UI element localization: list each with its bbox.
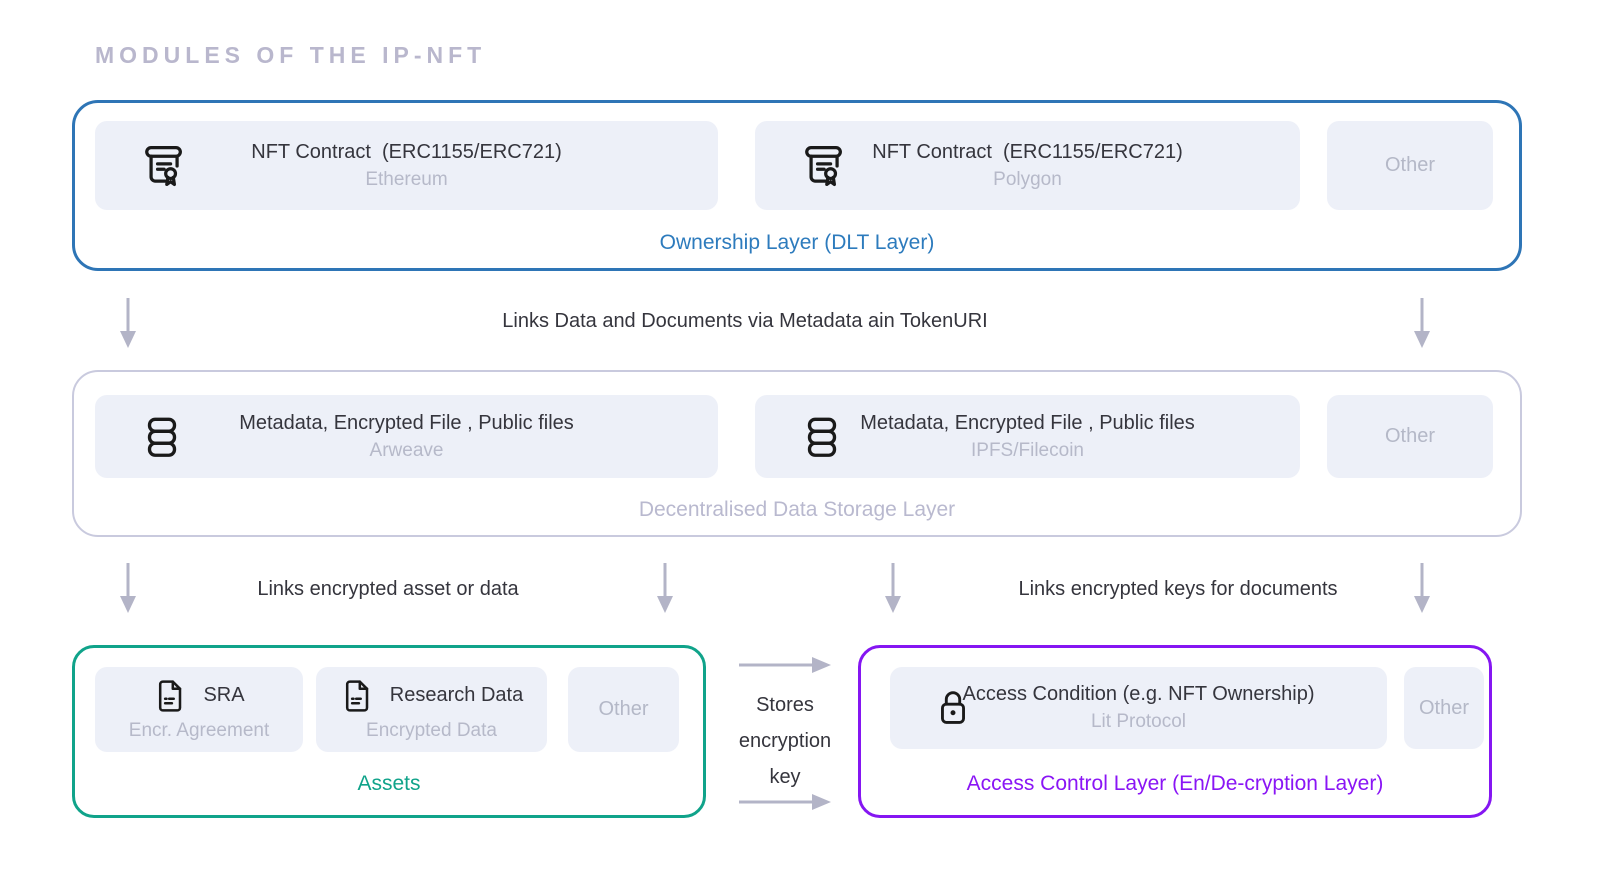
page-title: MODULES OF THE IP-NFT <box>95 42 487 68</box>
ownership-layer-label: Ownership Layer (DLT Layer) <box>659 231 935 254</box>
access-control-layer-label: Access Control Layer (En/De-cryption Lay… <box>966 772 1384 795</box>
keys-link-label: Links encrypted keys for documents <box>1018 578 1338 600</box>
card-title: NFT Contract (ERC1155/ERC721) <box>872 140 1183 163</box>
nft-contract-ethereum-card: NFT Contract (ERC1155/ERC721) Ethereum <box>95 121 718 210</box>
card-title: Other <box>1418 696 1470 719</box>
database-icon <box>797 412 847 462</box>
asset-link-label: Links encrypted asset or data <box>257 578 519 600</box>
card-title: Metadata, Encrypted File , Public files <box>239 411 574 434</box>
card-title: Metadata, Encrypted File , Public files <box>860 411 1195 434</box>
right-arrow-icon <box>738 791 833 813</box>
card-title: Other <box>1384 425 1436 447</box>
nft-contract-polygon-card: NFT Contract (ERC1155/ERC721) Polygon <box>755 121 1300 210</box>
down-arrow-icon <box>117 297 139 349</box>
storage-layer-label: Decentralised Data Storage Layer <box>638 498 956 521</box>
assets-other-card: Other <box>568 667 679 752</box>
stores-line: Stores <box>756 694 814 716</box>
research-data-card: Research Data Encrypted Data <box>316 667 547 752</box>
card-subtitle: Ethereum <box>365 168 448 190</box>
down-arrow-icon <box>117 562 139 614</box>
stores-line: key <box>769 766 801 788</box>
stores-encryption-key-label: Stores encryption key <box>718 687 852 795</box>
metadata-link-label: Links Data and Documents via Metadata ai… <box>502 310 988 332</box>
card-subtitle: Encrypted Data <box>366 719 497 741</box>
right-arrow-icon <box>738 654 833 676</box>
card-title: Research Data <box>389 684 524 706</box>
arweave-storage-card: Metadata, Encrypted File , Public files … <box>95 395 718 478</box>
down-arrow-icon <box>882 562 904 614</box>
access-other-card: Other <box>1404 667 1484 749</box>
card-subtitle: Arweave <box>369 439 444 461</box>
card-subtitle: Encr. Agreement <box>128 719 270 741</box>
down-arrow-icon <box>1411 297 1433 349</box>
card-subtitle: Lit Protocol <box>1090 711 1187 732</box>
card-title: Access Condition (e.g. NFT Ownership) <box>962 683 1315 705</box>
lock-icon <box>930 685 976 731</box>
ipfs-filecoin-storage-card: Metadata, Encrypted File , Public files … <box>755 395 1300 478</box>
card-subtitle: IPFS/Filecoin <box>971 439 1084 461</box>
ownership-other-card: Other <box>1327 121 1493 210</box>
card-title: Other <box>598 698 649 720</box>
down-arrow-icon <box>654 562 676 614</box>
assets-layer-label: Assets <box>357 772 421 795</box>
document-icon <box>153 678 189 714</box>
card-title: Other <box>1384 154 1436 176</box>
database-icon <box>137 412 187 462</box>
card-title: NFT Contract (ERC1155/ERC721) <box>251 140 562 163</box>
storage-other-card: Other <box>1327 395 1493 478</box>
stores-line: encryption <box>738 730 832 752</box>
card-title: SRA <box>203 684 245 706</box>
contract-icon <box>137 140 189 192</box>
card-subtitle: Polygon <box>993 168 1062 190</box>
document-icon <box>340 678 376 714</box>
down-arrow-icon <box>1411 562 1433 614</box>
access-condition-card: Access Condition (e.g. NFT Ownership) Li… <box>890 667 1387 749</box>
contract-icon <box>797 140 849 192</box>
sra-card: SRA Encr. Agreement <box>95 667 303 752</box>
